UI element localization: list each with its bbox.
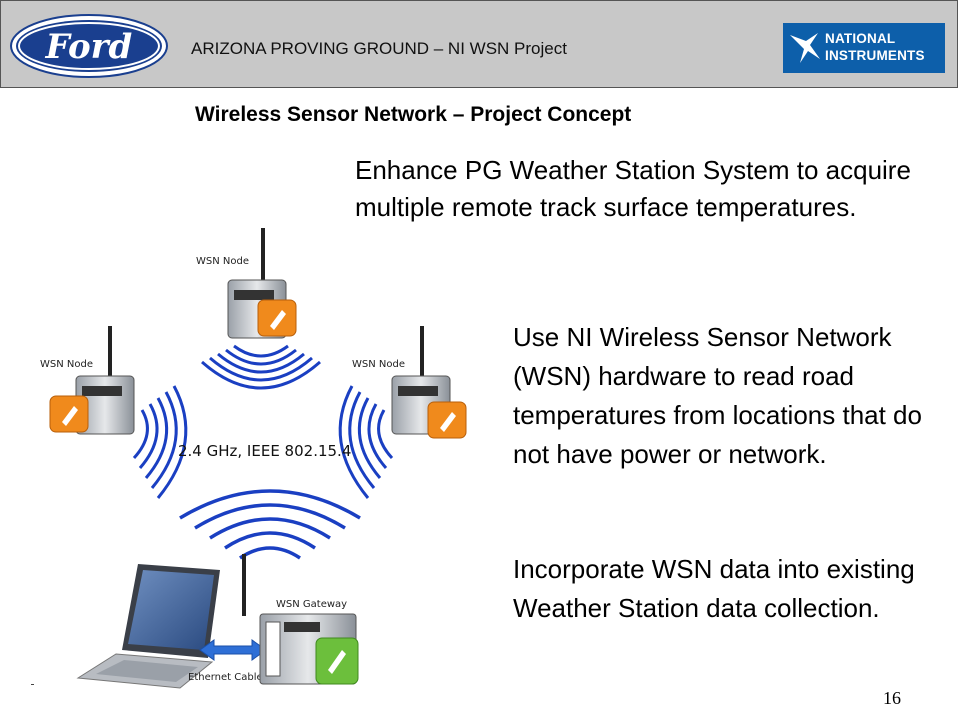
wave-right xyxy=(338,385,394,499)
antenna-icon xyxy=(108,326,112,380)
wsn-gateway: WSN Gateway xyxy=(242,554,359,685)
wave-gateway xyxy=(179,489,361,560)
wsn-node-left: WSN Node xyxy=(40,326,135,435)
band-label: 2.4 GHz, IEEE 802.15.4 xyxy=(178,442,351,460)
laptop-icon xyxy=(76,564,220,689)
wsn-node-top: WSN Node xyxy=(196,228,297,339)
ni-logo-line1: NATIONAL xyxy=(825,31,896,46)
ford-logo: Ford xyxy=(10,14,168,78)
antenna-icon xyxy=(420,326,424,380)
header-bar: Ford ARIZONA PROVING GROUND – NI WSN Pro… xyxy=(0,0,958,88)
wsn-node-right: WSN Node xyxy=(352,326,467,439)
ni-logo-line2: INSTRUMENTS xyxy=(825,48,925,63)
paragraph-enhance: Enhance PG Weather Station System to acq… xyxy=(355,155,911,222)
ethernet-cable-label: Ethernet Cable xyxy=(188,672,263,683)
page-number: 16 xyxy=(883,688,901,708)
wsn-node-top-label: WSN Node xyxy=(196,256,249,267)
header-title: ARIZONA PROVING GROUND – NI WSN Project xyxy=(191,39,567,58)
wsn-node-right-label: WSN Node xyxy=(352,359,405,370)
eagle-icon xyxy=(790,33,820,63)
ethernet-cable-arrow xyxy=(199,639,267,661)
footer-mark xyxy=(31,684,34,685)
slide-title: Wireless Sensor Network – Project Concep… xyxy=(195,103,632,126)
wsn-node-left-label: WSN Node xyxy=(40,359,93,370)
wave-left xyxy=(132,385,188,499)
wsn-diagram: WSN Node WSN Node WSN Node xyxy=(40,228,467,689)
wave-top xyxy=(201,344,321,390)
ni-logo: NATIONAL INSTRUMENTS xyxy=(783,23,945,73)
ford-logo-text: Ford xyxy=(45,27,133,67)
paragraph-use-ni-wsn: Use NI Wireless Sensor Network (WSN) har… xyxy=(513,322,922,469)
paragraph-incorporate: Incorporate WSN data into existing Weath… xyxy=(513,554,915,623)
antenna-icon xyxy=(261,228,265,282)
antenna-icon xyxy=(242,554,246,616)
wsn-gateway-label: WSN Gateway xyxy=(276,599,347,610)
